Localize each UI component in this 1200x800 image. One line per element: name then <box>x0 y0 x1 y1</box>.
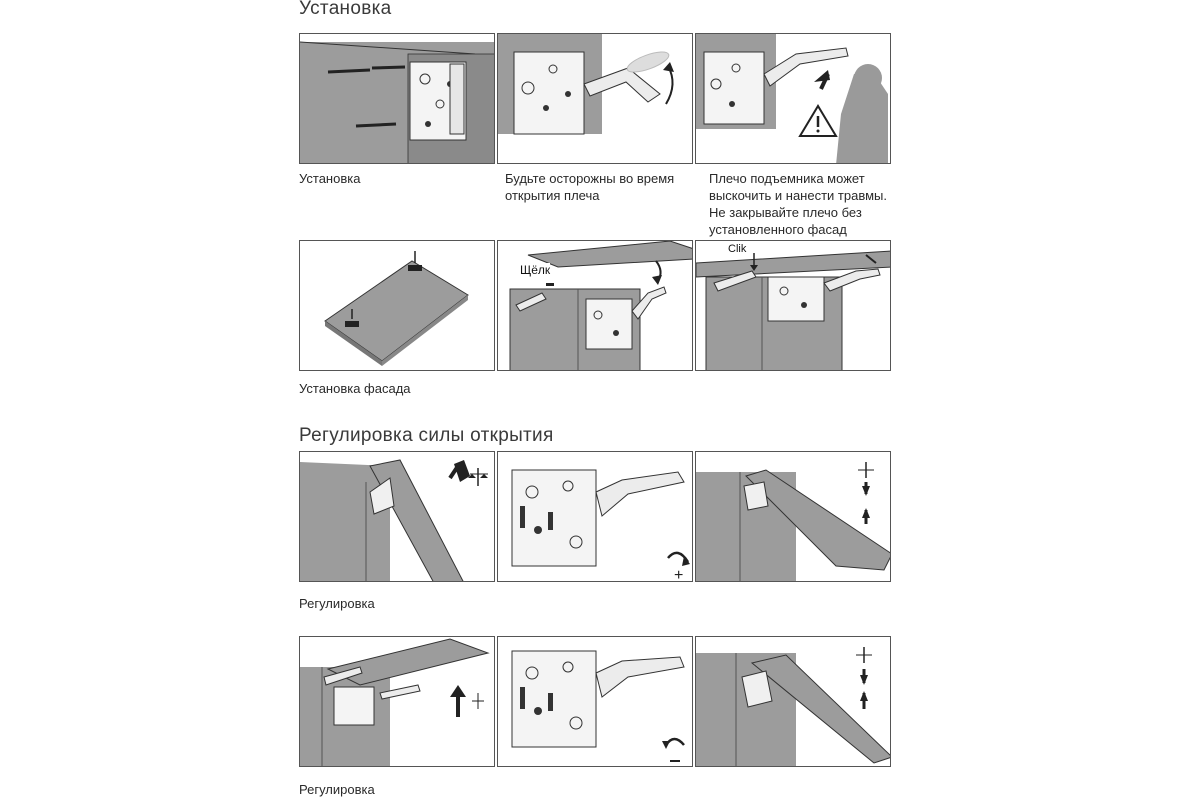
panel-adjust-balanced <box>695 451 891 582</box>
panel-adjust-balanced-2 <box>695 636 891 767</box>
caption-careful-line1: Будьте осторожны во время <box>505 171 675 186</box>
caption-warning-line2: выскочить и нанести травмы. <box>709 188 887 203</box>
label-click-ru: Щёлк <box>520 263 551 277</box>
caption-warning-line4: установленного фасад <box>709 222 847 237</box>
panel-install-careful <box>497 33 693 164</box>
panel-install-mount <box>299 33 495 164</box>
caption-careful-line2: открытия плеча <box>505 188 600 203</box>
panel-adjust-heavy <box>299 451 495 582</box>
caption-warning-line3: Не закрывайте плечо без <box>709 205 862 220</box>
svg-text:+: + <box>674 567 683 582</box>
panel-install-warning <box>695 33 891 164</box>
panel-adjust-light <box>299 636 495 767</box>
panel-facade-click: Щёлк <box>497 240 693 371</box>
caption-careful: Будьте осторожны во время открытия плеча <box>505 170 674 204</box>
caption-adjust-1: Регулировка <box>299 596 375 611</box>
panel-facade-clik: Clik <box>695 240 891 371</box>
panel-adjust-plus: + <box>497 451 693 582</box>
section-title-install: Установка <box>299 0 392 19</box>
caption-install: Установка <box>299 171 361 186</box>
section-title-adjust: Регулировка силы открытия <box>299 425 554 446</box>
caption-warning: Плечо подъемника может выскочить и нанес… <box>709 170 887 238</box>
caption-facade: Установка фасада <box>299 381 411 396</box>
panel-adjust-minus <box>497 636 693 767</box>
caption-adjust-2: Регулировка <box>299 782 375 797</box>
panel-facade-board <box>299 240 495 371</box>
label-click-en: Clik <box>728 243 747 255</box>
caption-warning-line1: Плечо подъемника может <box>709 171 865 186</box>
